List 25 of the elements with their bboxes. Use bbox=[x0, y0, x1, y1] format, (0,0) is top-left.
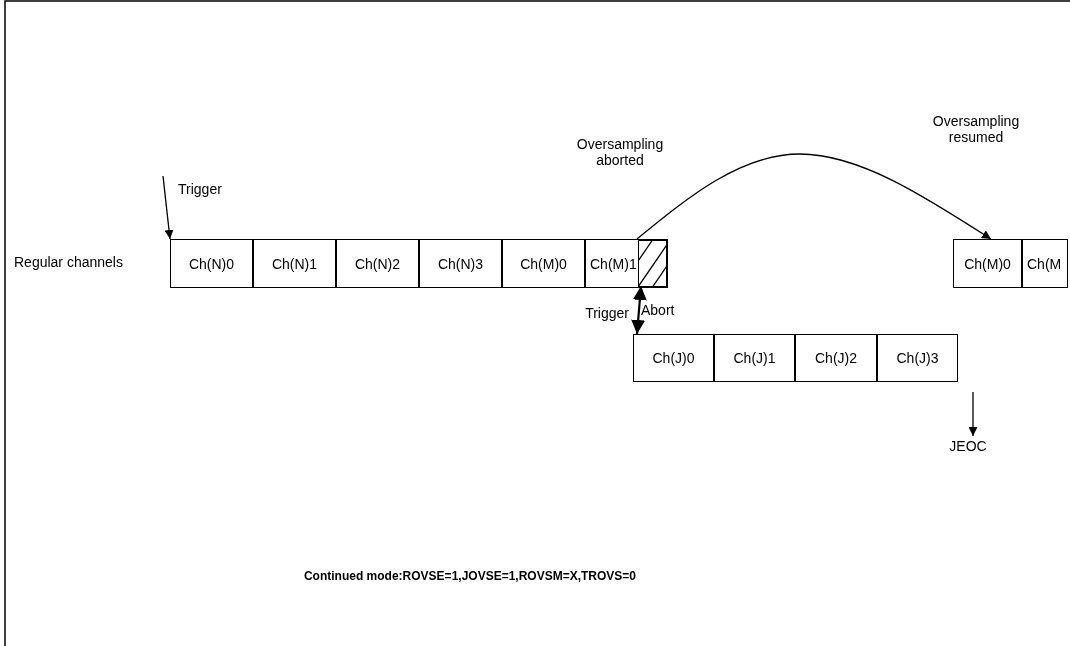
channel-slot: Ch(N)1 bbox=[253, 239, 336, 288]
arrow bbox=[631, 285, 647, 335]
channel-slot: Ch(N)0 bbox=[170, 239, 253, 288]
channel-slot: Ch(M)0 bbox=[953, 239, 1022, 288]
channel-slot: Ch(M)0 bbox=[502, 239, 585, 288]
text-label: Trigger bbox=[178, 181, 223, 198]
text-label: Trigger bbox=[584, 305, 629, 322]
channel-slot: Ch(M bbox=[1022, 239, 1068, 288]
signal-label: JEOC bbox=[948, 436, 988, 456]
channel-slot: Ch(J)2 bbox=[795, 334, 877, 382]
channel-slot: Ch(N)2 bbox=[336, 239, 419, 288]
text-label: Oversampling aborted bbox=[575, 136, 665, 169]
text-label: Abort bbox=[641, 302, 676, 319]
hatched-region bbox=[638, 240, 667, 287]
channel-slot: Ch(N)3 bbox=[419, 239, 502, 288]
mode-note: Continued mode:ROVSE=1,JOVSE=1,ROVSM=X,TROVS=0 bbox=[302, 570, 638, 584]
channel-slot: Ch(J)0 bbox=[633, 334, 714, 382]
channel-slot: Ch(M)1 bbox=[585, 239, 668, 288]
channel-slot: Ch(J)1 bbox=[714, 334, 795, 382]
channel-slot: Ch(J)3 bbox=[877, 334, 958, 382]
arrow bbox=[968, 391, 978, 437]
curved-arrow bbox=[636, 153, 992, 240]
text-label: Regular channels bbox=[14, 254, 124, 271]
text-label: Oversampling resumed bbox=[931, 113, 1021, 146]
arrow bbox=[162, 175, 174, 240]
